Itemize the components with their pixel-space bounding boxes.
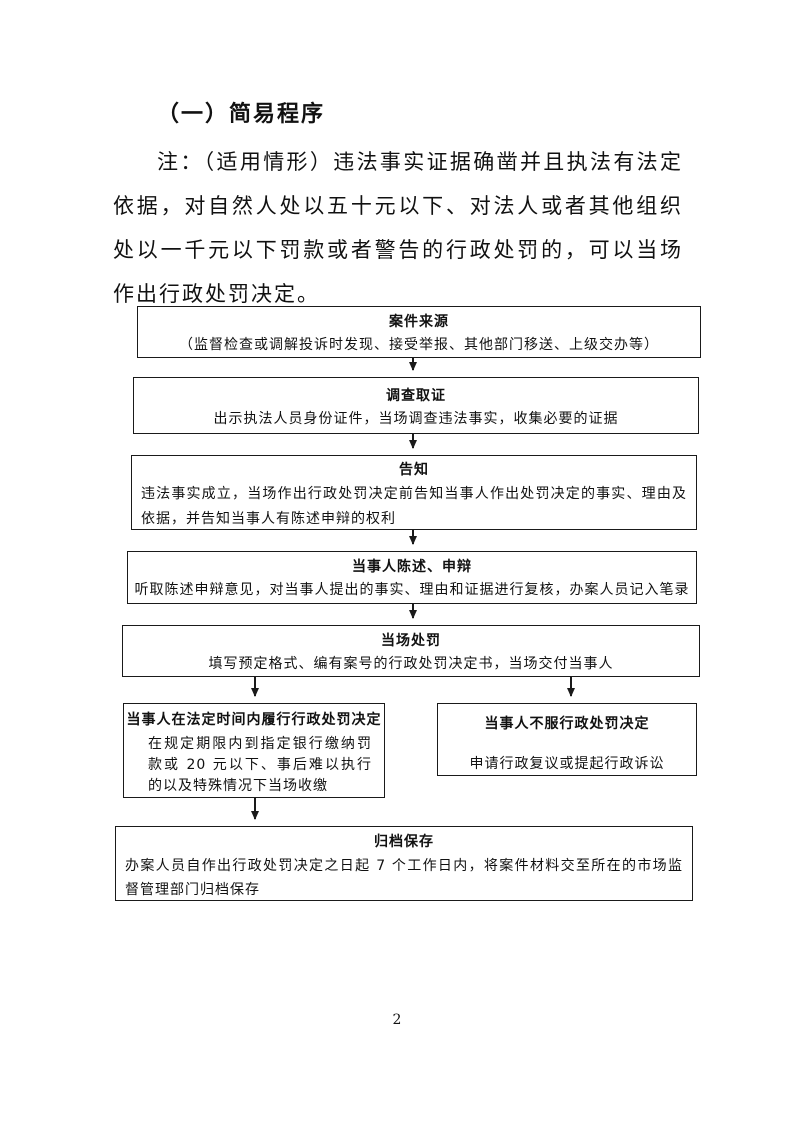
flow-arrow-down (412, 530, 414, 544)
flow-box-statement-defense: 当事人陈述、申辩 听取陈述申辩意见，对当事人提出的事实、理由和证据进行复核，办案… (127, 551, 697, 604)
note-paragraph: 注：（适用情形）违法事实证据确凿并且执法有法定依据，对自然人处以五十元以下、对法… (113, 150, 683, 306)
flow-box-archiving: 归档保存 办案人员自作出行政处罚决定之日起 7 个工作日内，将案件材料交至所在的… (115, 826, 693, 901)
flow-arrow-down (412, 358, 414, 370)
flow-box-title: 当事人在法定时间内履行行政处罚决定 (126, 712, 382, 728)
flow-box-title: 当事人陈述、申辩 (352, 559, 472, 575)
flow-box-body: 办案人员自作出行政处罚决定之日起 7 个工作日内，将案件材料交至所在的市场监督管… (125, 858, 683, 898)
flow-box-body: 听取陈述申辩意见，对当事人提出的事实、理由和证据进行复核，办案人员记入笔录 (134, 582, 690, 598)
flow-box-title: 归档保存 (374, 834, 434, 850)
flow-box-title: 案件来源 (389, 314, 449, 330)
flow-box-title: 当事人不服行政处罚决定 (484, 716, 650, 732)
flow-box-comply-decision: 当事人在法定时间内履行行政处罚决定 在规定期限内到指定银行缴纳罚款或 20 元以… (123, 703, 385, 798)
flow-box-body: 在规定期限内到指定银行缴纳罚款或 20 元以下、事后难以执行的以及特殊情况下当场… (148, 736, 372, 794)
flow-box-body: （监督检查或调解投诉时发现、接受举报、其他部门移送、上级交办等） (179, 337, 659, 353)
flow-box-title: 当场处罚 (381, 633, 441, 649)
flow-box-title: 调查取证 (386, 388, 446, 404)
flow-box-body: 填写预定格式、编有案号的行政处罚决定书，当场交付当事人 (208, 656, 614, 672)
flow-box-title: 告知 (399, 462, 429, 478)
flow-arrow-down (412, 604, 414, 618)
flow-box-body: 申请行政复议或提起行政诉讼 (469, 756, 665, 772)
flow-box-notification: 告知 违法事实成立，当场作出行政处罚决定前告知当事人作出处罚决定的事实、理由及依… (131, 455, 697, 530)
page-number: 2 (392, 1012, 402, 1028)
flow-arrow-down (254, 798, 256, 819)
flow-box-body: 违法事实成立，当场作出行政处罚决定前告知当事人作出处罚决定的事实、理由及依据，并… (141, 486, 687, 527)
flow-arrow-down (412, 434, 414, 448)
flow-box-refuse-decision: 当事人不服行政处罚决定 申请行政复议或提起行政诉讼 (437, 703, 697, 776)
flow-box-investigation: 调查取证 出示执法人员身份证件，当场调查违法事实，收集必要的证据 (133, 377, 699, 434)
flow-box-case-source: 案件来源 （监督检查或调解投诉时发现、接受举报、其他部门移送、上级交办等） (137, 306, 701, 358)
flow-arrow-down-left-branch (254, 677, 256, 696)
flow-arrow-down-right-branch (570, 677, 572, 696)
flow-box-onsite-penalty: 当场处罚 填写预定格式、编有案号的行政处罚决定书，当场交付当事人 (122, 625, 700, 677)
flow-box-body: 出示执法人员身份证件，当场调查违法事实，收集必要的证据 (213, 411, 619, 427)
section-heading: （一）简易程序 (157, 101, 326, 127)
